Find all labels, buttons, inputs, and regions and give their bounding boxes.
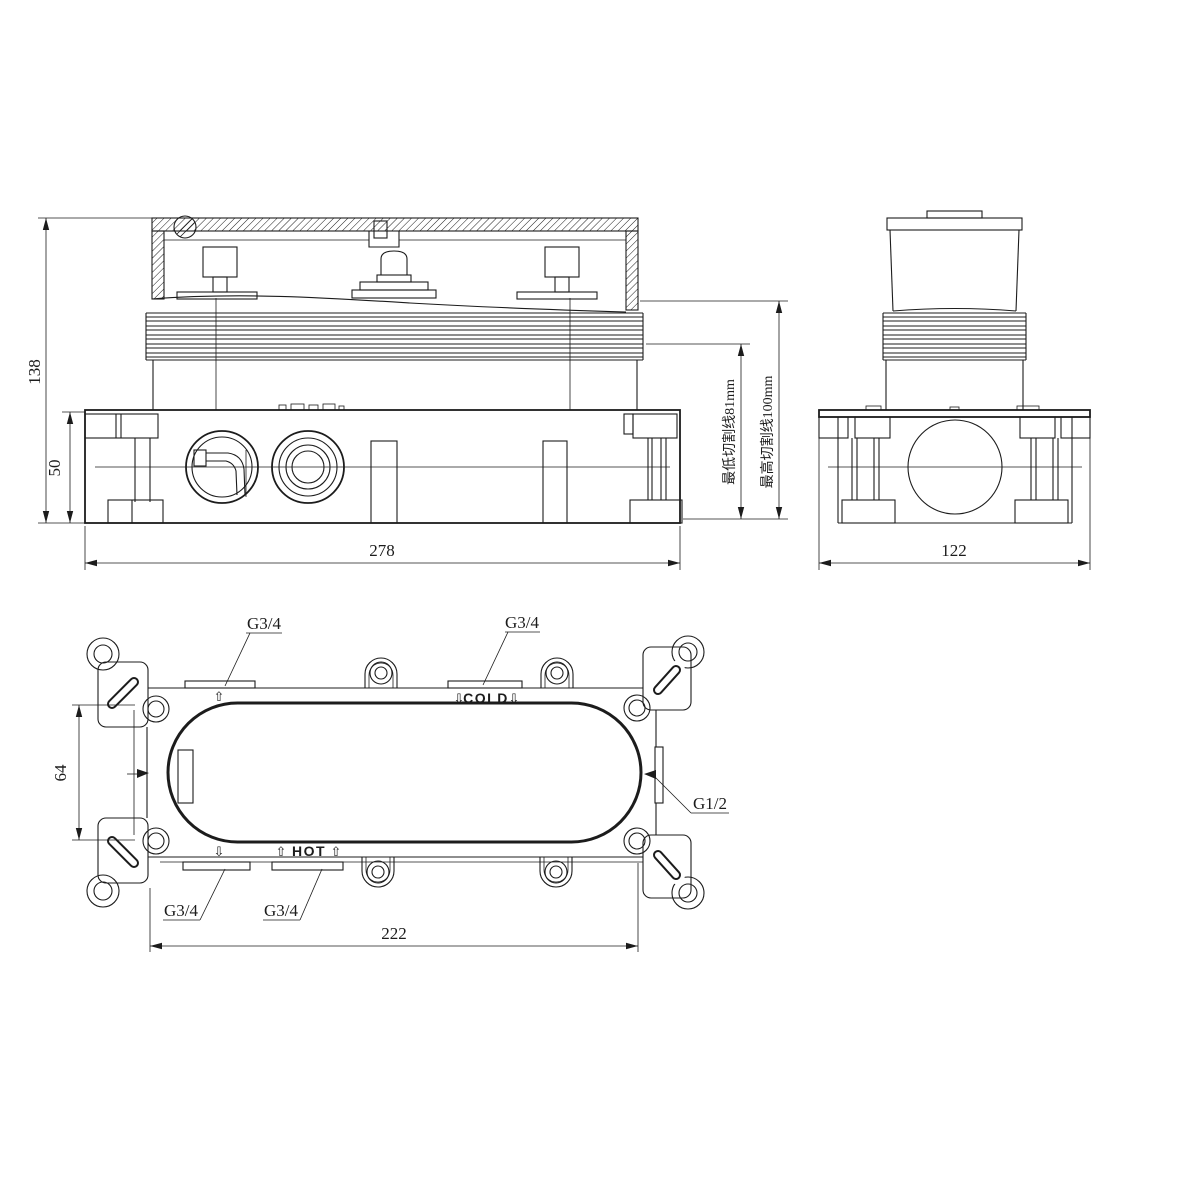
arrow-down-bottom-left: ⇩ [214, 845, 225, 860]
plan-bolt-holes [142, 694, 651, 855]
plan-screw-lugs [361, 657, 574, 888]
side-foot-right [1014, 499, 1069, 524]
front-cap [151, 215, 639, 313]
cut-line-max-text: 最高切割线100mm [759, 376, 776, 489]
cut-line-min-text: 最低切割线81mm [721, 379, 738, 485]
cap-screw-icon [173, 215, 197, 239]
g34-bottom-left-text: G3/4 [164, 901, 199, 920]
leader-g12: G1/2 [644, 770, 729, 814]
cap-center-knob [351, 250, 437, 299]
g34-hot-text: G3/4 [264, 901, 299, 920]
plan-tab-bottom-left [182, 861, 251, 871]
plan-corner-bottom-right [642, 834, 705, 910]
box-port-left [185, 430, 259, 504]
dim-50-text: 50 [45, 460, 64, 477]
cap-membrane-line [151, 295, 627, 313]
dim-50: 50 [45, 411, 85, 523]
arrow-up-hot-left: ⇧ [276, 845, 287, 860]
dim-278: 278 [84, 526, 681, 570]
dim-cut-lines: 最低切割线81mm 最高切割线100mm [640, 300, 788, 520]
plan-corner-top-left [86, 637, 149, 728]
dim-64: 64 [51, 704, 135, 841]
plan-datum-arrow-left [127, 769, 149, 778]
side-foot-left [841, 499, 896, 524]
cap-top-notch [368, 231, 400, 248]
front-ribs [145, 298, 644, 410]
leader-g34-top-left: G3/4 [224, 614, 282, 687]
dim-278-text: 278 [369, 541, 395, 560]
plan-corner-bottom-left [86, 817, 149, 908]
cold-label: COLD [463, 690, 509, 706]
arrow-down-cold-left: ⇩ [454, 692, 465, 707]
box-foot-left [107, 499, 164, 524]
front-view: 138 50 278 最低切割线81mm 最高切割线100mm [25, 215, 788, 570]
leader-g34-cold: G3/4 [482, 613, 540, 686]
dim-222-text: 222 [381, 924, 407, 943]
arrow-down-cold-right: ⇩ [509, 692, 520, 707]
dim-222: 222 [149, 863, 639, 952]
leader-g34-hot: G3/4 [263, 868, 323, 921]
dim-138: 138 [25, 217, 152, 524]
leader-g34-bottom-left: G3/4 [163, 868, 226, 921]
box-foot-right [629, 499, 683, 524]
hot-label: HOT [292, 843, 326, 859]
box-port-right [271, 430, 345, 504]
cap-hatch-top [151, 217, 639, 232]
side-ribs [882, 312, 1027, 410]
dim-122: 122 [818, 420, 1091, 570]
side-view: 122 [818, 210, 1091, 570]
box-slot-mid-right [542, 440, 568, 524]
g12-text: G1/2 [693, 794, 727, 813]
cap-hatch-left [151, 230, 165, 300]
side-cap [886, 210, 1023, 312]
plan-view: ⇧ ⇩ COLD ⇩ ⇩ ⇧ HOT ⇧ G3/4 G3/4 G3/4 G3/4 [51, 613, 729, 952]
arrow-up-hot-right: ⇧ [331, 845, 342, 860]
arrow-up-top-left: ⇧ [214, 690, 225, 705]
dim-138-text: 138 [25, 359, 44, 385]
front-box [84, 403, 683, 524]
plan-tab-top-left [184, 680, 256, 689]
box-slot-mid-left [370, 440, 398, 524]
g34-top-left-text: G3/4 [247, 614, 282, 633]
cap-right-post [516, 246, 598, 300]
dim-122-text: 122 [941, 541, 967, 560]
plan-corner-top-right [642, 635, 705, 711]
cap-hatch-right [625, 230, 639, 311]
plan-tab-hot [271, 861, 344, 871]
g34-cold-text: G3/4 [505, 613, 540, 632]
plan-opening-stadium [166, 701, 643, 844]
dim-64-text: 64 [51, 764, 70, 782]
plan-inner-slot [177, 749, 194, 804]
